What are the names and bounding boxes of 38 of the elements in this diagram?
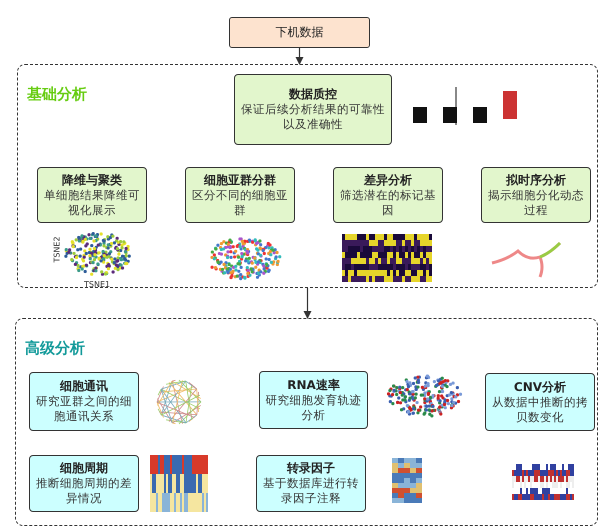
box-description: 区分不同的细胞亚群 bbox=[191, 188, 289, 218]
box-description: 从数据中推断的拷贝数变化 bbox=[491, 394, 589, 424]
box-title: 数据质控 bbox=[289, 87, 337, 102]
analysis-box bbox=[29, 455, 139, 512]
group-title: 高级分析 bbox=[25, 339, 85, 358]
box-title: 转录因子 bbox=[287, 461, 335, 476]
box-description: 推断细胞周期的差异情况 bbox=[35, 476, 133, 506]
box-description: 单细胞结果降维可视化展示 bbox=[43, 188, 141, 218]
box-description: 研究细胞发育轨迹分析 bbox=[264, 392, 362, 422]
box-title: 拟时序分析 bbox=[506, 172, 566, 188]
box-title: 差异分析 bbox=[364, 172, 412, 188]
analysis-box bbox=[256, 455, 366, 512]
analysis-box bbox=[259, 371, 368, 429]
analysis-box bbox=[185, 167, 295, 223]
analysis-box bbox=[333, 167, 443, 223]
box-description: 基于数据库进行转录因子注释 bbox=[262, 476, 360, 506]
analysis-box bbox=[29, 372, 139, 431]
box-title: 细胞通讯 bbox=[60, 379, 108, 394]
arrow bbox=[304, 288, 312, 319]
start-box bbox=[229, 17, 370, 48]
group-title: 基础分析 bbox=[27, 85, 87, 104]
box-title: CNV分析 bbox=[514, 380, 566, 395]
box-title: 细胞亚群分群 bbox=[204, 172, 276, 188]
analysis-box bbox=[485, 373, 595, 431]
arrow bbox=[296, 48, 304, 65]
axis-label: TSNE1 bbox=[84, 280, 110, 289]
analysis-box bbox=[37, 167, 147, 223]
analysis-box bbox=[234, 74, 392, 145]
axis-label: TSNE2 bbox=[52, 236, 62, 263]
box-title: 细胞周期 bbox=[60, 461, 108, 476]
box-description: 保证后续分析结果的可靠性以及准确性 bbox=[240, 102, 386, 132]
box-title: 降维与聚类 bbox=[62, 172, 122, 188]
box-description: 筛选潜在的标记基因 bbox=[339, 188, 437, 218]
analysis-box bbox=[481, 167, 591, 223]
box-description: 研究亚群之间的细胞通讯关系 bbox=[35, 394, 133, 424]
box-text: 下机数据 bbox=[276, 24, 324, 41]
box-title: RNA速率 bbox=[287, 378, 340, 393]
box-description: 揭示细胞分化动态过程 bbox=[487, 188, 585, 218]
